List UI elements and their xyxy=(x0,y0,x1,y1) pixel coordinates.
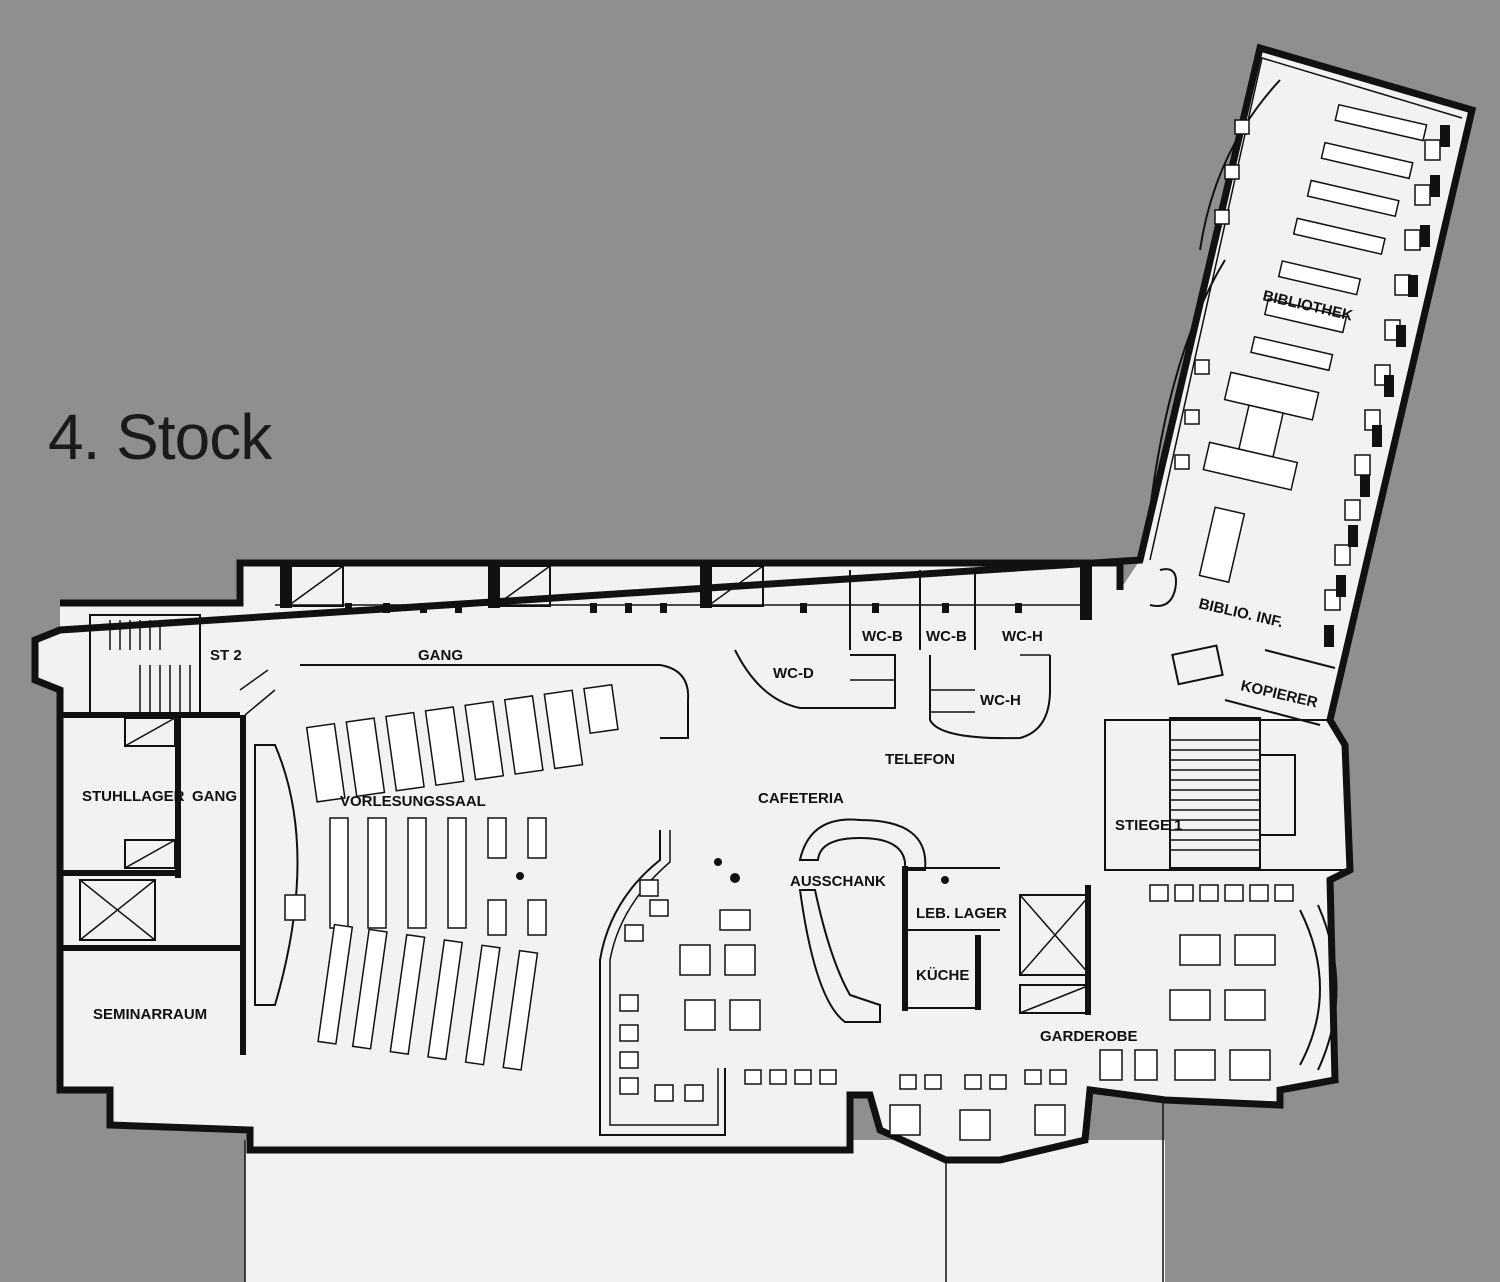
kitchen-block xyxy=(902,866,1091,1015)
label-cafeteria: CAFETERIA xyxy=(758,790,844,807)
floor-title: 4. Stock xyxy=(48,401,272,473)
corridor-wall xyxy=(300,664,690,739)
label-kueche: KÜCHE xyxy=(916,967,969,984)
label-wc-d: WC-D xyxy=(773,665,814,682)
library-wing xyxy=(1149,57,1463,726)
lecture-hall xyxy=(254,683,619,1071)
cafeteria-area xyxy=(599,830,837,1136)
label-wc-b-2: WC-B xyxy=(926,628,967,645)
label-vorlesungssaal: VORLESUNGSSAAL xyxy=(340,793,486,810)
door-st2 xyxy=(239,669,276,716)
label-wc-h-2: WC-H xyxy=(980,692,1021,709)
label-stiege-1: STIEGE 1 xyxy=(1115,817,1183,834)
top-facade xyxy=(275,560,1092,620)
label-leb-lager: LEB. LAGER xyxy=(916,905,1007,922)
ausschank-counter xyxy=(798,818,949,1023)
label-gang-left: GANG xyxy=(192,788,237,805)
label-stuhllager: STUHLLAGER xyxy=(82,788,185,805)
label-wc-h-1: WC-H xyxy=(1002,628,1043,645)
label-gang-top: GANG xyxy=(418,647,463,664)
label-telefon: TELEFON xyxy=(885,751,955,768)
room-labels: BIBLIOTHEK BIBLIO. INF. KOPIERER ST 2 GA… xyxy=(82,287,1354,1045)
label-wc-b-1: WC-B xyxy=(862,628,903,645)
label-ausschank: AUSSCHANK xyxy=(790,873,886,890)
label-st2: ST 2 xyxy=(210,647,242,664)
left-wing xyxy=(60,614,246,1055)
stiege-1 xyxy=(1104,717,1352,871)
wc-block xyxy=(734,570,1051,740)
garderobe-area xyxy=(889,884,1338,1141)
label-garderobe: GARDEROBE xyxy=(1040,1028,1138,1045)
building-floor xyxy=(35,48,1472,1160)
label-seminarraum: SEMINARRAUM xyxy=(93,1006,207,1023)
lower-floor-area xyxy=(245,1140,1165,1282)
